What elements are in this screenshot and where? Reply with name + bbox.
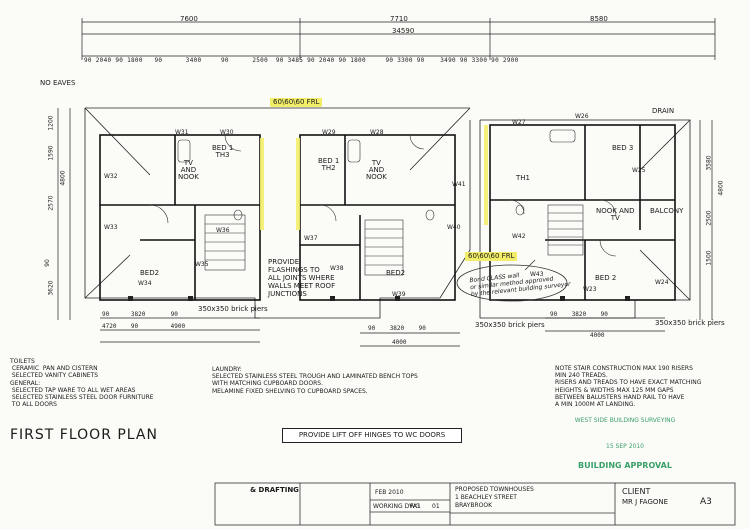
window-w37: W37 bbox=[304, 235, 318, 242]
sheet-size: A3 bbox=[700, 497, 712, 507]
room-bed2-th2: BED2 bbox=[386, 269, 406, 277]
dim-bottom-right-row1: 90 3820 90 bbox=[550, 311, 608, 318]
dim-bottom-left-row2: 4720 90 4900 bbox=[102, 323, 186, 330]
window-w28: W28 bbox=[370, 129, 384, 136]
general-notes-stair: NOTE STAIR CONSTRUCTION MAX 190 RISERS M… bbox=[555, 365, 702, 408]
window-w35: W35 bbox=[195, 261, 209, 268]
lift-off-hinges-note: PROVIDE LIFT OFF HINGES TO WC DOORS bbox=[282, 428, 462, 443]
drawing-rev: 01 bbox=[432, 503, 440, 510]
room-balcony: BALCONY bbox=[650, 207, 684, 215]
drawing-sheet: FA1 bbox=[410, 503, 421, 510]
dim-segment-2: 7710 bbox=[390, 15, 408, 23]
frl-note-top: 60\60\60 FRL bbox=[270, 98, 323, 107]
dim-segment-3: 8580 bbox=[590, 15, 608, 23]
room-bed2-th1: BED 2 bbox=[595, 274, 617, 282]
flashings-note: PROVIDE FLASHINGS TO ALL JOINTS WHERE WA… bbox=[268, 258, 336, 299]
window-w24: W24 bbox=[655, 279, 669, 286]
no-eaves-note: NO EAVES bbox=[40, 79, 76, 87]
page-title: FIRST FLOOR PLAN bbox=[10, 427, 158, 443]
dim-segment-1: 7600 bbox=[180, 15, 198, 23]
room-tv-nook-th3: TV AND NOOK bbox=[178, 159, 199, 181]
general-notes-toilets: TOILETS CERAMIC PAN AND CISTERN SELECTED… bbox=[10, 358, 154, 409]
window-w32: W32 bbox=[104, 173, 118, 180]
dim-bottom-left-row1: 90 3820 90 bbox=[102, 311, 178, 318]
frl-note-mid: 60\60\60 FRL bbox=[465, 252, 518, 261]
brick-piers-note-1: 350x350 brick piers bbox=[198, 305, 268, 313]
project-suburb: BRAYBROOK bbox=[455, 502, 493, 509]
window-w31: W31 bbox=[175, 129, 189, 136]
window-w29: W29 bbox=[322, 129, 336, 136]
dim-left-4: 4800 bbox=[59, 170, 67, 186]
dim-left-2: 1590 bbox=[47, 145, 55, 161]
brick-piers-note-2: 350x350 brick piers bbox=[475, 321, 545, 329]
project-label: PROPOSED TOWNHOUSES bbox=[455, 486, 534, 493]
approval-stamp: BUILDING APPROVAL bbox=[578, 461, 672, 470]
room-tv-nook-th2: TV AND NOOK bbox=[366, 159, 387, 181]
room-nook-tv-th1: NOOK AND TV bbox=[596, 207, 635, 222]
project-address: 1 BEACHLEY STREET bbox=[455, 494, 517, 501]
drawing-type: WORKING DWG bbox=[373, 503, 420, 510]
room-bed3-th1: BED 3 bbox=[612, 144, 634, 152]
dim-right-4: 1500 bbox=[705, 250, 713, 266]
dim-left-1: 1200 bbox=[47, 115, 55, 131]
room-bed1-th2: BED 1 TH2 bbox=[318, 157, 340, 172]
dim-right-1: 3580 bbox=[705, 155, 713, 171]
window-w36: W36 bbox=[216, 227, 230, 234]
dim-bottom-right-row2: 4000 bbox=[590, 332, 605, 339]
surveying-stamp: WEST SIDE BUILDING SURVEYING bbox=[574, 417, 676, 424]
window-w25: W25 bbox=[632, 167, 646, 174]
room-bed2-th3: BED2 bbox=[140, 269, 160, 277]
window-w43: W43 bbox=[530, 271, 544, 278]
dim-overall: 34590 bbox=[392, 27, 415, 35]
client-label: CLIENT bbox=[622, 487, 651, 496]
client-name: MR J FAGONE bbox=[622, 498, 669, 506]
brick-piers-note-3: 350x350 brick piers bbox=[655, 319, 725, 327]
window-w41: W41 bbox=[452, 181, 466, 188]
window-w39: W39 bbox=[392, 291, 406, 298]
dim-bottom-mid-row1: 90 3820 90 bbox=[368, 325, 426, 332]
window-w30: W30 bbox=[220, 129, 234, 136]
dim-right-3: 2500 bbox=[705, 210, 713, 226]
drain-note: DRAIN bbox=[652, 107, 675, 115]
window-w33: W33 bbox=[104, 224, 118, 231]
surveying-stamp-date: 15 SEP 2010 bbox=[606, 443, 644, 450]
window-w34: W34 bbox=[138, 280, 152, 287]
room-bed1-th3: BED 1 TH3 bbox=[212, 144, 234, 159]
window-w23: W23 bbox=[583, 286, 597, 293]
window-w27: W27 bbox=[512, 119, 526, 126]
dim-row: 90 2040 90 1800 90 3400 90 2500 90 3485 … bbox=[84, 57, 519, 64]
window-w42: W42 bbox=[512, 233, 526, 240]
dim-left-5: 90 bbox=[43, 259, 51, 267]
dim-bottom-mid-row2: 4000 bbox=[392, 339, 407, 346]
dim-left-3: 2570 bbox=[47, 195, 55, 211]
company-name: & DRAFTING bbox=[250, 486, 299, 494]
dim-left-6: 3620 bbox=[47, 280, 55, 296]
general-notes-laundry: LAUNDRY: SELECTED STAINLESS STEEL TROUGH… bbox=[212, 366, 418, 395]
room-th1: TH1 bbox=[516, 174, 530, 182]
window-w38: W38 bbox=[330, 265, 344, 272]
window-w40: W40 bbox=[447, 224, 461, 231]
dim-right-2: 4800 bbox=[717, 180, 725, 196]
window-w26: W26 bbox=[575, 113, 589, 120]
drawing-date: FEB 2010 bbox=[375, 489, 404, 496]
